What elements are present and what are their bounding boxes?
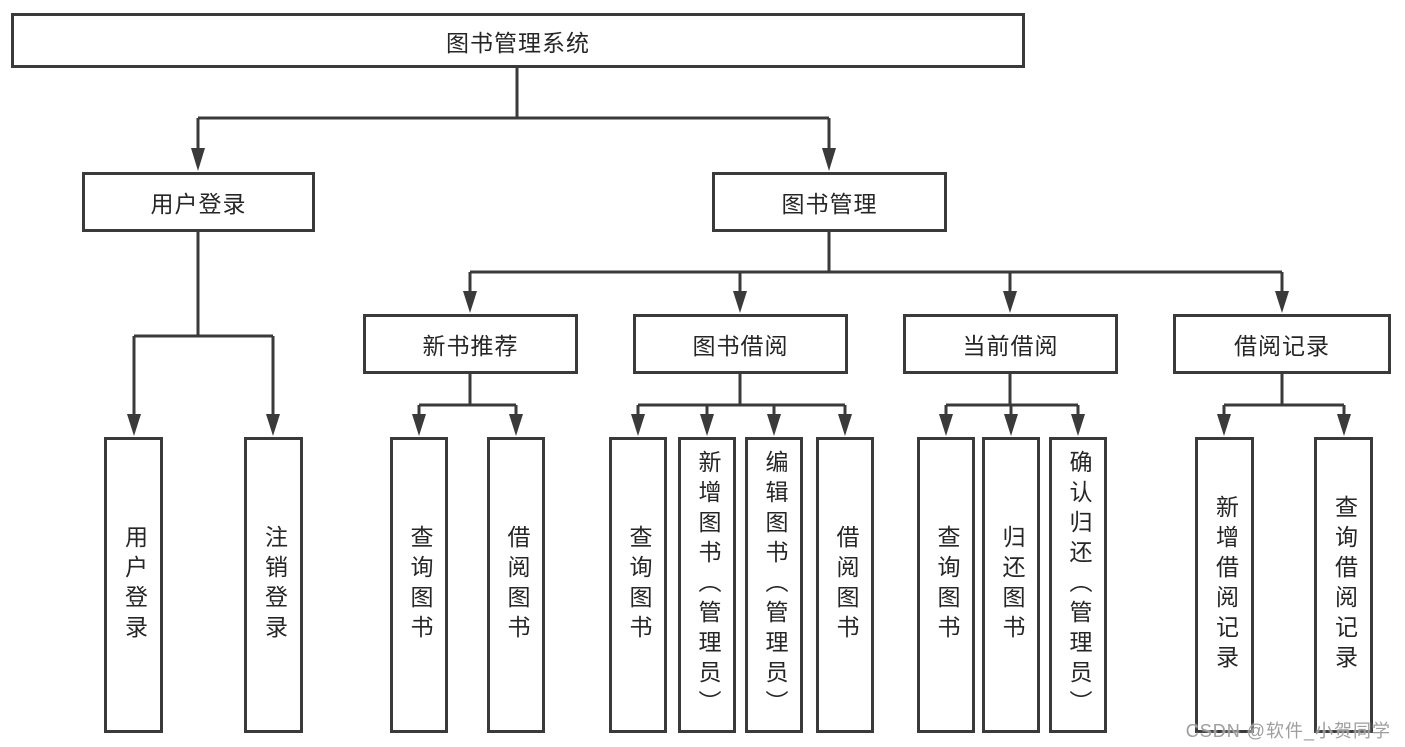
node-borrow-records: 借阅记录 <box>1173 314 1391 374</box>
node-label: 归还图书 <box>998 525 1025 645</box>
node-label: 当前借阅 <box>962 333 1059 359</box>
arrow-down-icon <box>1217 414 1231 436</box>
arrow-down-icon <box>509 414 523 436</box>
arrow-down-icon <box>463 291 477 313</box>
arrow-down-icon <box>767 414 781 436</box>
arrow-down-icon <box>631 414 645 436</box>
node-new-book-recommend: 新书推荐 <box>363 314 578 374</box>
node-label: 新增图书（管理员） <box>694 450 721 720</box>
node-label: 新增借阅记录 <box>1212 495 1239 675</box>
node-leaf-query-books: 查询图书 <box>390 437 448 733</box>
arrow-down-icon <box>939 414 953 436</box>
arrow-down-icon <box>733 291 747 313</box>
arrow-down-icon <box>412 414 426 436</box>
arrowheads <box>127 148 1351 436</box>
node-label: 查询图书 <box>933 525 960 645</box>
node-label: 用户登录 <box>121 525 148 645</box>
node-label: 借阅记录 <box>1234 333 1330 359</box>
arrow-down-icon <box>822 148 836 171</box>
arrow-down-icon <box>1337 414 1351 436</box>
node-leaf-borrow-books: 借阅图书 <box>487 437 545 733</box>
node-user-login: 用户登录 <box>82 172 315 232</box>
node-leaf-logout: 注销登录 <box>244 437 303 733</box>
node-label: 查询图书 <box>406 525 433 645</box>
node-book-management: 图书管理 <box>712 172 947 232</box>
arrow-down-icon <box>127 414 141 436</box>
node-current-borrow: 当前借阅 <box>903 314 1118 374</box>
arrow-down-icon <box>1275 291 1289 313</box>
node-root: 图书管理系统 <box>11 13 1025 68</box>
node-label: 新书推荐 <box>422 333 519 359</box>
node-label: 编辑图书（管理员） <box>761 450 788 720</box>
node-label: 注销登录 <box>261 525 288 645</box>
arrow-down-icon <box>1003 291 1017 313</box>
arrow-down-icon <box>1071 414 1085 436</box>
node-leaf-query-books: 查询图书 <box>917 437 975 733</box>
node-leaf-edit-books-admin: 编辑图书（管理员） <box>745 437 803 733</box>
arrow-down-icon <box>191 148 205 171</box>
node-leaf-confirm-return-admin: 确认归还（管理员） <box>1049 437 1107 733</box>
node-leaf-add-borrow-record: 新增借阅记录 <box>1195 437 1254 733</box>
node-leaf-user-login: 用户登录 <box>104 437 163 733</box>
node-leaf-query-books: 查询图书 <box>609 437 667 733</box>
node-leaf-borrow-books: 借阅图书 <box>816 437 874 733</box>
node-leaf-return-books: 归还图书 <box>982 437 1040 733</box>
node-label: 借阅图书 <box>503 525 530 645</box>
arrow-down-icon <box>266 414 280 436</box>
arrow-down-icon <box>700 414 714 436</box>
watermark: CSDN @软件_小贺同学 <box>1185 721 1391 741</box>
node-label: 用户登录 <box>150 191 247 217</box>
node-label: 查询图书 <box>625 525 652 645</box>
node-label: 图书管理 <box>781 191 878 217</box>
node-label: 查询借阅记录 <box>1331 495 1358 675</box>
node-label: 借阅图书 <box>832 525 859 645</box>
node-label: 确认归还（管理员） <box>1065 450 1092 720</box>
arrow-down-icon <box>838 414 852 436</box>
node-leaf-query-borrow-record: 查询借阅记录 <box>1314 437 1373 733</box>
node-leaf-add-books-admin: 新增图书（管理员） <box>678 437 736 733</box>
node-book-borrow: 图书借阅 <box>633 314 848 374</box>
node-label: 图书借阅 <box>692 333 789 359</box>
arrow-down-icon <box>1004 414 1018 436</box>
node-label: 图书管理系统 <box>446 29 590 56</box>
